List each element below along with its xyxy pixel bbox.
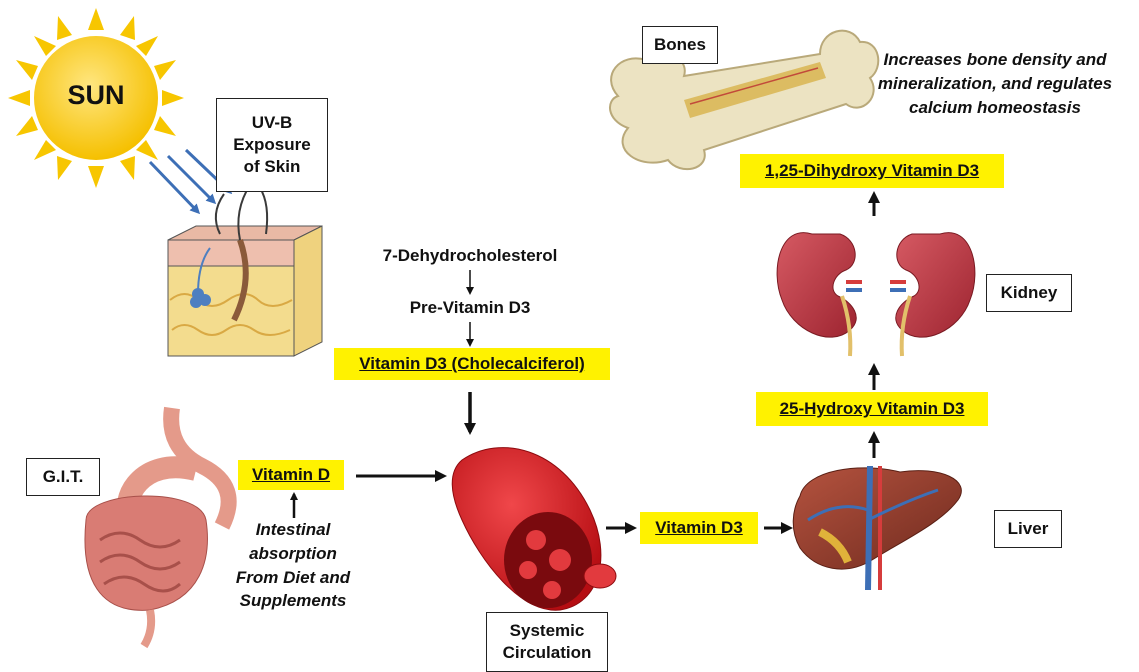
systemic-line-1: Systemic	[510, 620, 585, 642]
cholecalciferol-label: Vitamin D3 (Cholecalciferol)	[334, 348, 610, 380]
intestinal-line-1: Intestinal	[218, 518, 368, 542]
pre-vitamin-d3-label: Pre-Vitamin D3	[360, 298, 580, 318]
vitamin-d-label: Vitamin D	[238, 460, 344, 490]
intestinal-absorption-text: Intestinal absorption From Diet and Supp…	[218, 518, 368, 613]
uvb-line-1: UV-B	[252, 112, 293, 134]
bone-effect-line-3: calcium homeostasis	[860, 96, 1130, 120]
uvb-exposure-box: UV-B Exposure of Skin	[216, 98, 328, 192]
sun-label: SUN	[56, 80, 136, 111]
blood-vessel-icon	[452, 448, 616, 611]
kidney-icon	[777, 233, 975, 356]
kidney-label: Kidney	[1001, 282, 1058, 304]
bone-effect-line-1: Increases bone density and	[860, 48, 1130, 72]
vitamin-d3-label: Vitamin D3	[640, 512, 758, 544]
git-icon	[85, 408, 229, 646]
bone-effect-line-2: mineralization, and regulates	[860, 72, 1130, 96]
intestinal-line-3: From Diet and	[218, 566, 368, 590]
liver-icon	[793, 466, 961, 590]
systemic-line-2: Circulation	[503, 642, 592, 664]
bones-box: Bones	[642, 26, 718, 64]
dihydroxy-vitamin-d3-label: 1,25-Dihydroxy Vitamin D3	[740, 154, 1004, 188]
dehydrocholesterol-label: 7-Dehydrocholesterol	[360, 246, 580, 266]
intestinal-line-4: Supplements	[218, 589, 368, 613]
git-label: G.I.T.	[43, 466, 84, 488]
intestinal-line-2: absorption	[218, 542, 368, 566]
uvb-line-3: of Skin	[244, 156, 301, 178]
liver-box: Liver	[994, 510, 1062, 548]
git-box: G.I.T.	[26, 458, 100, 496]
bones-label: Bones	[654, 34, 706, 56]
liver-label: Liver	[1008, 518, 1049, 540]
uvb-line-2: Exposure	[233, 134, 310, 156]
systemic-circulation-box: Systemic Circulation	[486, 612, 608, 672]
hydroxy-vitamin-d3-label: 25-Hydroxy Vitamin D3	[756, 392, 988, 426]
kidney-box: Kidney	[986, 274, 1072, 312]
bone-effect-text: Increases bone density and mineralizatio…	[860, 48, 1130, 119]
skin-icon	[168, 185, 322, 356]
